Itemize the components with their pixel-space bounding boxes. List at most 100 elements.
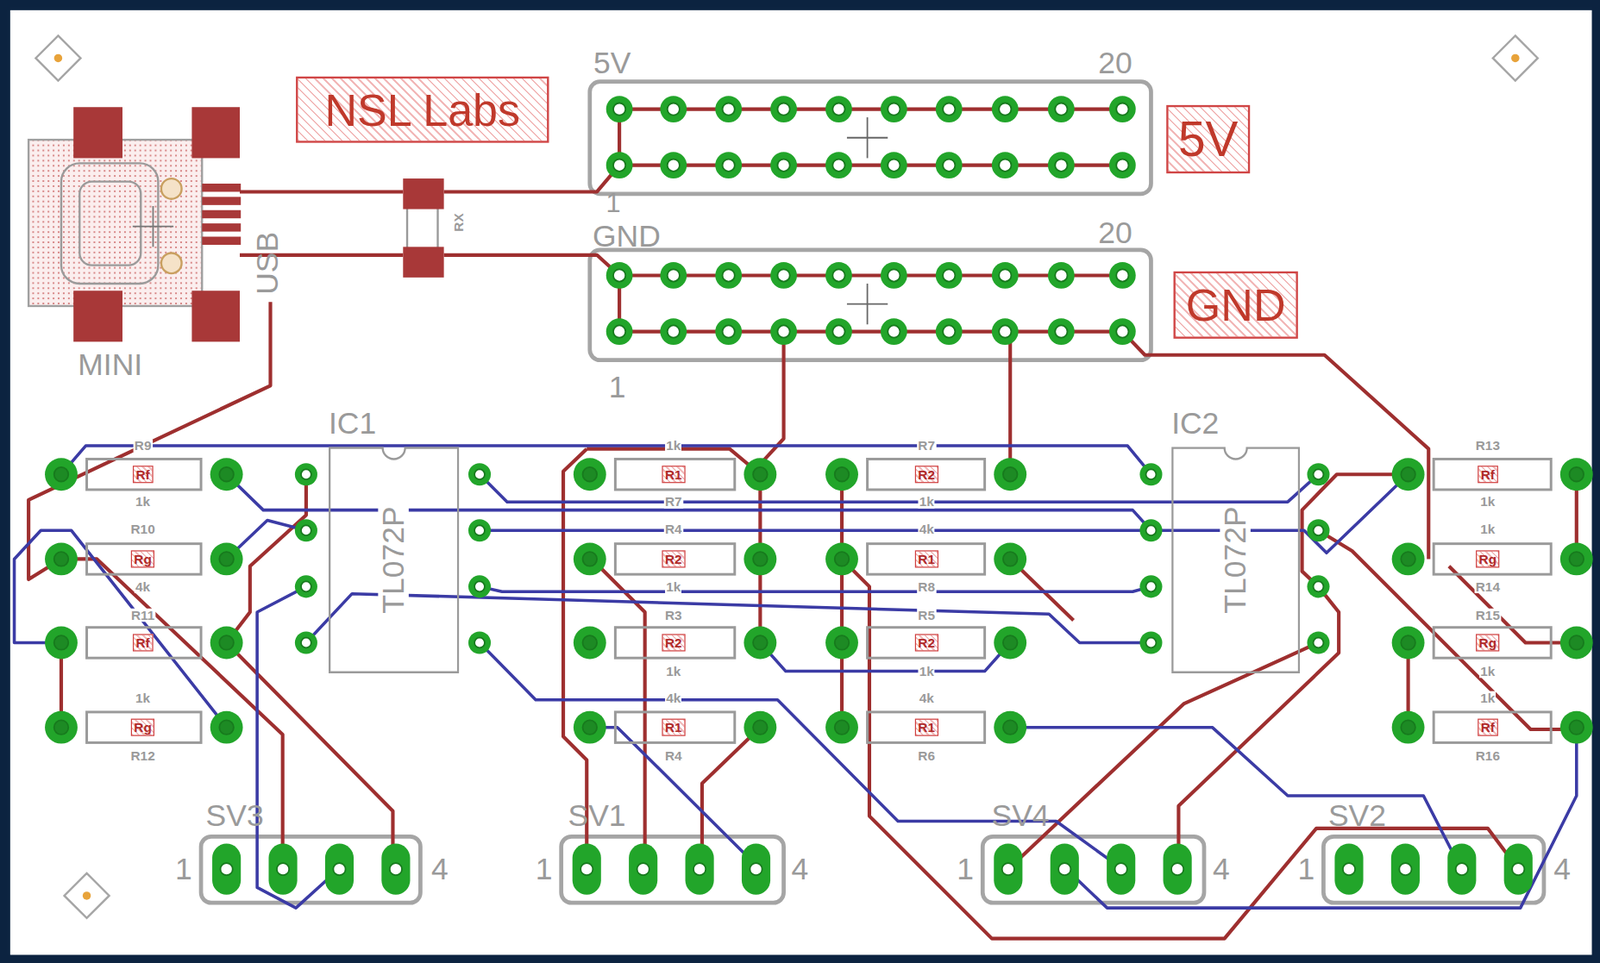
silkscreen-label: SV3 — [206, 801, 264, 832]
center-marks — [847, 117, 888, 325]
ic-pin — [1306, 463, 1330, 486]
resistor-symbol — [87, 544, 202, 575]
silkscreen-label: 1 — [605, 189, 621, 217]
resistor-name: R2 — [915, 633, 939, 652]
ic-designator: IC2 — [1171, 407, 1219, 439]
header-pin — [770, 262, 797, 289]
connector-pin — [685, 844, 715, 896]
silkscreen-label: GND — [592, 221, 661, 252]
resistor-name: R1 — [661, 465, 685, 484]
header-pin — [935, 262, 963, 289]
resistor-symbol — [87, 712, 202, 743]
resistor-pad — [743, 627, 777, 660]
header-pin — [606, 262, 634, 289]
connector-pin — [381, 844, 410, 896]
header-pin — [935, 151, 963, 179]
connector-pin — [1334, 844, 1363, 896]
board-title-text: GND — [1185, 282, 1287, 328]
resistor-symbol — [614, 712, 735, 743]
silkscreen-label: SV4 — [991, 801, 1049, 832]
resistor-pad — [1392, 711, 1425, 745]
silkscreen-label: 4 — [431, 853, 449, 885]
resistor-name: Rg — [1475, 633, 1500, 652]
part-value: R4 — [664, 522, 684, 536]
resistor-symbol — [87, 458, 202, 490]
resistor-name: Rg — [1475, 550, 1500, 568]
ic-pin — [468, 575, 491, 598]
silkscreen-label: 4 — [1212, 853, 1230, 885]
connector-pin — [1391, 844, 1420, 896]
silkscreen-label: 1 — [1297, 853, 1315, 885]
connector-pin — [1163, 844, 1193, 896]
connector-pin — [993, 844, 1023, 896]
resistor-pad — [1560, 458, 1594, 491]
part-value: R3 — [664, 608, 684, 622]
board-ground — [10, 10, 1593, 956]
resistor-pad — [743, 542, 777, 576]
resistor-name: R2 — [661, 550, 685, 568]
resistor-name: R2 — [915, 465, 939, 484]
silkscreen-label: 20 — [1098, 217, 1132, 248]
resistor-pad — [573, 542, 607, 576]
connector-pin — [212, 844, 241, 896]
resistor-pad — [1392, 627, 1425, 660]
hole-centers — [54, 54, 1520, 901]
resistor-name: Rf — [1477, 719, 1498, 737]
part-value: 1k — [917, 495, 935, 509]
resistor-pad — [1392, 542, 1425, 576]
part-value: R7 — [664, 495, 684, 509]
header-pin — [1109, 95, 1136, 123]
resistor-pad — [44, 542, 78, 576]
connector-pin — [572, 844, 602, 896]
ic-pin — [1139, 575, 1162, 598]
header-pin — [659, 318, 687, 346]
part-value: R10 — [129, 522, 157, 536]
resistor-symbol — [1433, 712, 1551, 743]
header-pin — [770, 318, 797, 346]
part-value: 1k — [134, 495, 151, 509]
part-value: 1k — [665, 665, 682, 678]
header-pin — [715, 95, 742, 123]
rail-label-box: GND — [1173, 271, 1298, 339]
header-pin — [659, 95, 687, 123]
ic-designator: IC1 — [328, 407, 377, 439]
resistor-pad — [743, 458, 777, 491]
resistor-pad — [573, 458, 607, 491]
ic-pin — [294, 463, 318, 486]
resistor-symbol — [867, 627, 986, 659]
silkscreen-label: USB — [251, 232, 283, 295]
header-pin — [991, 151, 1019, 179]
header-pin — [825, 95, 853, 123]
part-value: 4k — [134, 580, 151, 594]
resistor-pad — [210, 542, 244, 576]
connector-pin — [1050, 844, 1080, 896]
connector-pin — [1504, 844, 1533, 896]
part-value: R7 — [916, 439, 936, 452]
silkscreen-label: 1 — [608, 372, 627, 403]
part-value: R14 — [1474, 580, 1502, 594]
resistor-pad — [1560, 711, 1594, 745]
resistor-symbol — [867, 712, 986, 743]
resistor-pad — [993, 458, 1027, 491]
silkscreen-label: 1 — [535, 853, 553, 885]
connector-pin — [1106, 844, 1136, 896]
part-value: 1k — [665, 580, 682, 594]
logo-box: NSL Labs — [295, 76, 549, 144]
connector-pin — [628, 844, 658, 896]
resistor-name: Rg — [131, 550, 156, 568]
resistor-pad — [1560, 542, 1594, 576]
resistor-pad — [743, 711, 777, 745]
connector-pin — [268, 844, 297, 896]
part-value: 1k — [1479, 691, 1496, 705]
resistor-name: Rf — [132, 633, 153, 652]
part-value: R15 — [1474, 608, 1502, 622]
bottom-traces — [14, 445, 1577, 909]
silkscreen-label: 4 — [1553, 853, 1571, 885]
resistor-pad — [825, 627, 859, 660]
resistor-symbol — [867, 458, 986, 490]
header-pin — [880, 95, 908, 123]
ic-pin — [468, 519, 491, 542]
resistor-pad — [993, 711, 1027, 745]
header-pin — [659, 262, 687, 289]
